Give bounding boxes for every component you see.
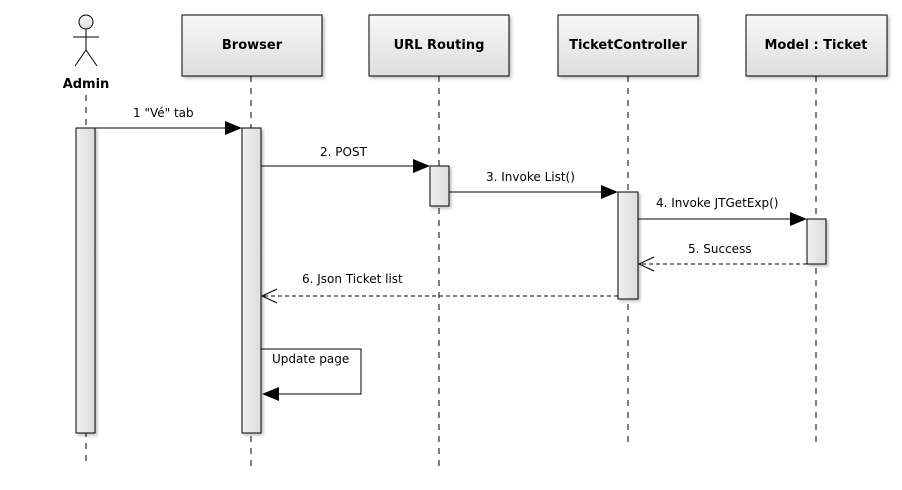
- participant-model: Model : Ticket: [745, 14, 888, 77]
- filled-arrowhead-icon: [225, 121, 242, 135]
- message-6-label: 6. Json Ticket list: [302, 272, 403, 286]
- actor-label: Admin: [63, 77, 110, 92]
- participant-browser-label: Browser: [222, 38, 283, 53]
- message-7-self: Update page: [261, 348, 362, 401]
- activation-model: [806, 218, 827, 265]
- message-3-label: 3. Invoke List(): [486, 170, 575, 184]
- participant-model-label: Model : Ticket: [764, 38, 867, 53]
- participant-controller: TicketController: [557, 14, 699, 77]
- filled-arrowhead-icon: [262, 387, 279, 401]
- message-6: 6. Json Ticket list: [260, 272, 618, 304]
- message-1: 1 "Vé" tab: [95, 106, 242, 135]
- message-4-label: 4. Invoke JTGetExp(): [656, 196, 779, 210]
- participant-controller-label: TicketController: [569, 38, 687, 53]
- message-7-label: Update page: [272, 352, 349, 366]
- participant-routing-label: URL Routing: [394, 38, 485, 53]
- filled-arrowhead-icon: [790, 212, 807, 226]
- message-5: 5. Success: [637, 242, 807, 272]
- activation-routing: [429, 165, 450, 207]
- open-arrowhead-icon: [260, 288, 278, 304]
- activation-controller: [617, 191, 639, 300]
- message-3: 3. Invoke List(): [449, 170, 618, 199]
- message-1-label: 1 "Vé" tab: [133, 106, 194, 120]
- activation-browser: [241, 127, 262, 434]
- participant-routing: URL Routing: [368, 14, 510, 77]
- filled-arrowhead-icon: [413, 159, 430, 173]
- message-5-label: 5. Success: [688, 242, 752, 256]
- actor-admin: [73, 14, 99, 67]
- message-2: 2. POST: [261, 145, 430, 173]
- actor-head: [78, 14, 94, 30]
- filled-arrowhead-icon: [601, 185, 618, 199]
- activation-admin: [75, 127, 96, 434]
- lifelines: [85, 76, 817, 466]
- participant-browser: Browser: [181, 14, 323, 77]
- message-4: 4. Invoke JTGetExp(): [638, 196, 807, 226]
- message-2-label: 2. POST: [320, 145, 368, 159]
- open-arrowhead-icon: [637, 256, 655, 272]
- activations: [75, 127, 827, 434]
